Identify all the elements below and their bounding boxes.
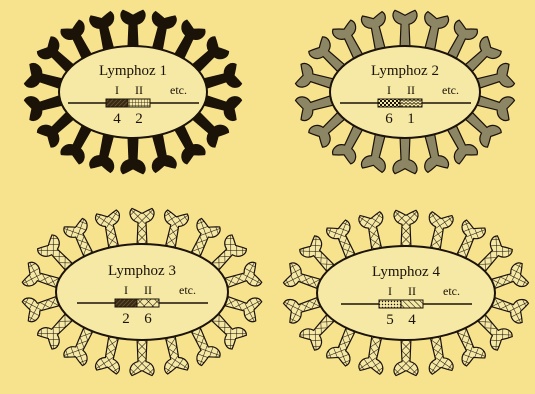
lymphoz-2-title: Lymphoz 2 [371, 63, 439, 79]
lymphoz-3-body [56, 244, 228, 340]
spike-2-5 [393, 136, 417, 174]
lymphoz-4-segment-label-etc: etc. [443, 284, 460, 298]
lymphoz-1-value-ii: 2 [135, 111, 143, 127]
lymphoz-4-title: Lymphoz 4 [372, 264, 440, 280]
lymphoz-1-segment-ii [128, 99, 150, 107]
spike-1-5 [121, 136, 145, 174]
lymphoz-3-value-ii: 6 [144, 311, 152, 327]
lymphoz-1-segment-label-i: I [115, 83, 119, 97]
lymphoz-2-segment-ii [400, 99, 422, 107]
lymphoz-1-segment-i [106, 99, 128, 107]
lymphoz-3-value-i: 2 [122, 311, 130, 327]
lymphoz-4-segment-i [379, 300, 401, 308]
lymphoz-1-title: Lymphoz 1 [99, 63, 167, 79]
spike-3-14 [130, 208, 154, 246]
lymphoz-3-title: Lymphoz 3 [108, 263, 176, 279]
lymphoz-4-body [317, 246, 495, 340]
lymphoz-3-segment-label-i: I [124, 283, 128, 297]
lymphoz-4-value-i: 5 [386, 312, 394, 328]
lymphoz-1-segment-label-etc: etc. [170, 83, 187, 97]
spike-3-5 [130, 338, 154, 376]
lymphoz-3-segment-label-etc: etc. [179, 283, 196, 297]
lymphoz-4-segment-label-ii: II [408, 284, 416, 298]
spike-2-14 [393, 10, 417, 48]
lymphoz-2-segment-label-i: I [387, 83, 391, 97]
lymphoz-2-segment-label-ii: II [407, 83, 415, 97]
lymphoz-2-segment-i [378, 99, 400, 107]
lymphoz-1-value-i: 4 [113, 111, 121, 127]
lymphoz-4-segment-ii [401, 300, 423, 308]
lymphoz-2-segment-label-etc: etc. [442, 83, 459, 97]
lymphoz-3-segment-label-ii: II [144, 283, 152, 297]
spike-1-14 [121, 10, 145, 48]
lymphoz-3-cell: Lymphoz 3 I II etc. 2 6 [22, 208, 263, 375]
spike-4-14 [394, 210, 418, 248]
lymphoz-1-segment-label-ii: II [135, 83, 143, 97]
lymphoz-2-value-i: 6 [385, 111, 393, 127]
lymphoz-3-segment-ii [137, 299, 159, 307]
spike-4-5 [394, 338, 418, 376]
lymphoz-2-cell: Lymphoz 2 I II etc. 6 1 [295, 10, 515, 173]
lymphoz-4-segment-label-i: I [388, 284, 392, 298]
lymphoz-3-segment-i [115, 299, 137, 307]
lymphoz-4-value-ii: 4 [408, 312, 416, 328]
lymphoz-1-cell: Lymphoz 1 I II etc. 4 2 [24, 10, 242, 173]
lymphoz-2-value-ii: 1 [407, 111, 415, 127]
lymphoz-4-cell: Lymphoz 4 I II etc. 5 4 [283, 210, 529, 375]
